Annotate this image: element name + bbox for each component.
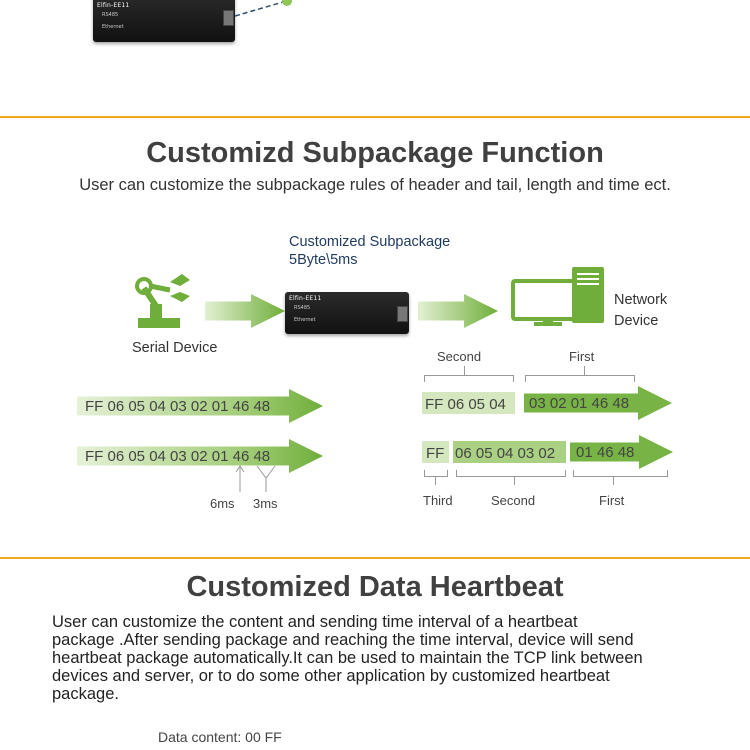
description-line: User can customize the content and sendi… bbox=[52, 613, 578, 631]
device-port-label: Ethernet bbox=[102, 24, 124, 30]
subpackage-title: Customizd Subpackage Function bbox=[146, 137, 604, 169]
description-line: package .After sending package and reach… bbox=[52, 631, 634, 649]
subpackage-subtitle: User can customize the subpackage rules … bbox=[79, 176, 671, 194]
heartbeat-description: User can customize the content and sendi… bbox=[52, 613, 712, 703]
segment-box bbox=[422, 441, 449, 463]
network-device-line: Device bbox=[614, 313, 659, 329]
bracket-tick bbox=[584, 366, 585, 375]
packet-data: FF 06 05 04 03 02 01 46 48 bbox=[85, 398, 271, 415]
ethernet-port bbox=[397, 306, 408, 322]
description-line: heartbeat package automatically.It can b… bbox=[52, 649, 643, 667]
connection-dashed-line bbox=[235, 0, 292, 17]
timing-markers bbox=[235, 465, 276, 492]
segment-data: 06 05 04 03 02 bbox=[455, 445, 556, 462]
segment-label-second: Second bbox=[437, 349, 482, 364]
converter-device: Elfin-EE11 RS485 Ethernet bbox=[285, 292, 409, 334]
segment-label-first: First bbox=[599, 493, 625, 508]
device-caption: Customized Subpackage 5Byte\5ms bbox=[289, 233, 450, 269]
flow-arrow-left bbox=[205, 294, 285, 328]
ethernet-port bbox=[223, 10, 234, 26]
packet-data: FF 06 05 04 03 02 01 46 48 bbox=[85, 448, 271, 465]
description-line: devices and server, or to do some other … bbox=[52, 667, 610, 685]
device-brand: Elfin-EE11 bbox=[289, 295, 322, 302]
segment-label-third: Third bbox=[423, 493, 453, 508]
segment-box bbox=[422, 392, 515, 414]
bracket-tick bbox=[464, 366, 465, 375]
data-content-label: Data content: 00 FF bbox=[158, 729, 282, 745]
bracket-tick bbox=[613, 476, 614, 485]
segment-data: FF 06 05 04 bbox=[425, 396, 506, 413]
flow-arrow-right bbox=[418, 294, 498, 328]
device-caption-line: Customized Subpackage bbox=[289, 234, 451, 250]
heartbeat-title: Customized Data Heartbeat bbox=[186, 571, 564, 603]
device-port-label: Ethernet bbox=[294, 317, 316, 323]
segment-bracket bbox=[424, 375, 514, 382]
timing-label: 3ms bbox=[253, 496, 278, 511]
segment-label-first: First bbox=[569, 349, 595, 364]
segment-label-second: Second bbox=[491, 493, 536, 508]
segment-data: FF bbox=[426, 445, 445, 462]
device-port-label: RS485 bbox=[102, 12, 119, 18]
segment-box bbox=[453, 441, 566, 463]
robot-arm-icon bbox=[135, 274, 190, 328]
network-device-line: Network bbox=[614, 292, 668, 308]
bracket-tick bbox=[514, 476, 515, 485]
device-caption-line: 5Byte\5ms bbox=[289, 252, 358, 268]
monitor-icon bbox=[511, 267, 604, 326]
bracket-tick bbox=[435, 476, 436, 485]
segment-bracket bbox=[525, 375, 635, 382]
device-brand: Elfin-EE11 bbox=[97, 2, 130, 9]
network-device-label: Network Device bbox=[614, 290, 667, 332]
timing-label: 6ms bbox=[210, 496, 235, 511]
description-line: package. bbox=[52, 685, 119, 703]
device-port-label: RS485 bbox=[294, 305, 311, 311]
segment-data: 01 46 48 bbox=[576, 444, 635, 461]
top-device: Elfin-EE11 RS485 Ethernet bbox=[93, 0, 235, 42]
segment-data: 03 02 01 46 48 bbox=[529, 395, 630, 412]
section-divider bbox=[0, 116, 750, 118]
segment-bracket bbox=[424, 470, 448, 477]
segment-bracket bbox=[573, 470, 668, 477]
serial-device-label: Serial Device bbox=[132, 340, 218, 356]
segment-bracket bbox=[456, 470, 566, 477]
section-divider bbox=[0, 557, 750, 559]
